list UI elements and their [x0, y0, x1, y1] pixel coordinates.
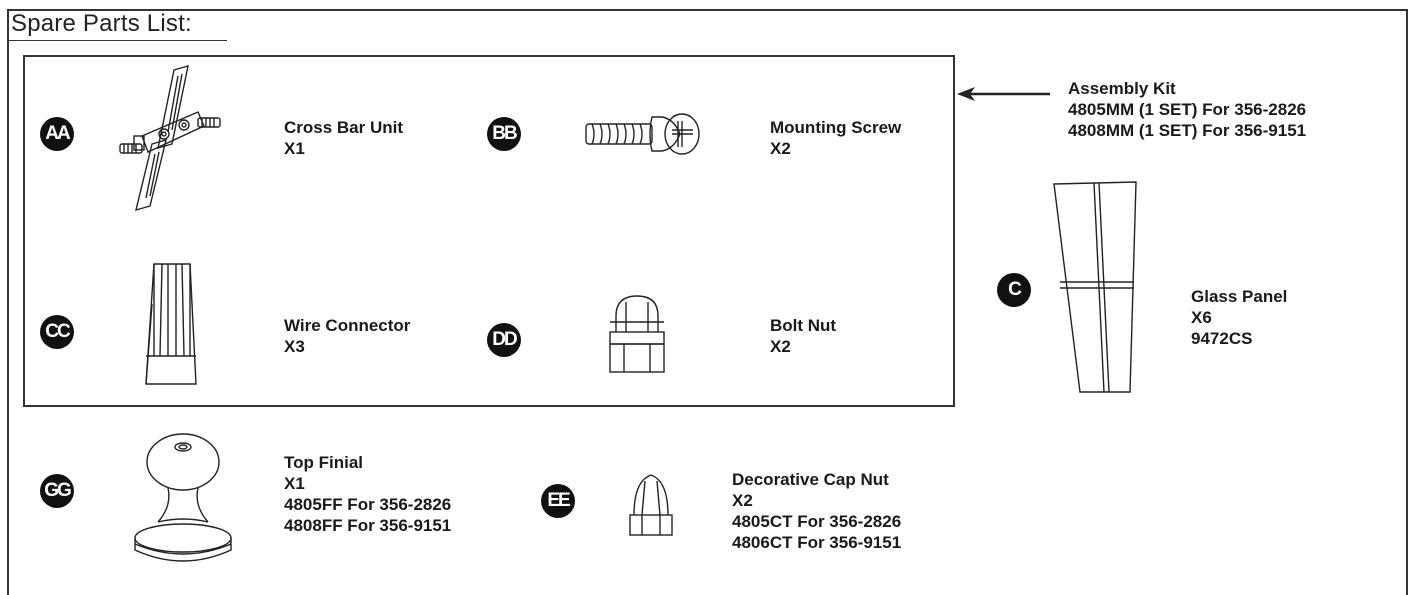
badge-dd: DD: [487, 323, 521, 357]
part-qty: X2: [770, 139, 791, 158]
bolt-nut-icon: [606, 292, 668, 374]
badge-ee: EE: [541, 484, 575, 518]
part-name: Mounting Screw: [770, 118, 902, 137]
top-finial-label: Top Finial X1 4805FF For 356-2826 4808FF…: [284, 452, 451, 536]
part-qty: X2: [770, 337, 791, 356]
part-code: 4805FF For 356-2826: [284, 495, 452, 514]
part-name: Decorative Cap Nut: [732, 470, 889, 489]
badge-cc: CC: [40, 315, 74, 349]
assembly-kit-line1: 4805MM (1 SET) For 356-2826: [1068, 100, 1307, 119]
cap-nut-label: Decorative Cap Nut X2 4805CT For 356-282…: [732, 469, 901, 553]
assembly-kit-line2: 4808MM (1 SET) For 356-9151: [1068, 121, 1307, 140]
part-name: Glass Panel: [1191, 287, 1288, 306]
part-code: 4808FF For 356-9151: [284, 516, 452, 535]
part-qty: X3: [284, 337, 305, 356]
assembly-kit-label: Assembly Kit 4805MM (1 SET) For 356-2826…: [1068, 78, 1306, 141]
part-qty: X1: [284, 474, 305, 493]
page-title: Spare Parts List:: [11, 10, 192, 37]
top-finial-icon: [128, 432, 238, 568]
part-name: Cross Bar Unit: [284, 118, 404, 137]
part-code: 4805CT For 356-2826: [732, 512, 902, 531]
part-name: Top Finial: [284, 453, 364, 472]
part-name: Wire Connector: [284, 316, 411, 335]
cross-bar-unit-label: Cross Bar Unit X1: [284, 117, 403, 159]
glass-panel-label: Glass Panel X6 9472CS: [1191, 286, 1287, 349]
part-qty: X6: [1191, 308, 1212, 327]
part-code: 4806CT For 356-9151: [732, 533, 902, 552]
part-qty: X2: [732, 491, 753, 510]
assembly-kit-box: [23, 55, 955, 407]
cross-bar-unit-icon: [112, 62, 232, 212]
cap-nut-icon: [626, 471, 676, 539]
part-code: 9472CS: [1191, 329, 1253, 348]
glass-panel-icon: [1052, 178, 1142, 398]
title-underline: [9, 40, 227, 41]
badge-aa: AA: [40, 117, 74, 151]
mounting-screw-icon: [582, 111, 702, 157]
wire-connector-label: Wire Connector X3: [284, 315, 410, 357]
assembly-kit-name: Assembly Kit: [1068, 79, 1176, 98]
wire-connector-icon: [138, 260, 208, 386]
badge-gg: GG: [40, 474, 74, 508]
left-arrow-icon: [955, 84, 1055, 104]
page-frame: [7, 9, 1408, 595]
part-name: Bolt Nut: [770, 316, 837, 335]
mounting-screw-label: Mounting Screw X2: [770, 117, 901, 159]
badge-bb: BB: [487, 117, 521, 151]
part-qty: X1: [284, 139, 305, 158]
bolt-nut-label: Bolt Nut X2: [770, 315, 836, 357]
badge-c: C: [997, 273, 1031, 307]
